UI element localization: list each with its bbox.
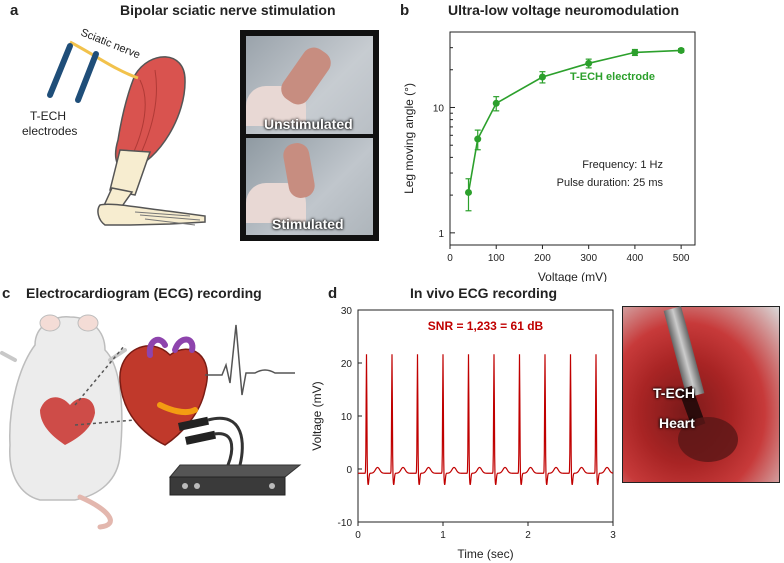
x-axis-label: Voltage (mV) <box>538 270 607 282</box>
amplifier-box <box>169 476 286 496</box>
photo-label-unstimulated: Unstimulated <box>264 116 353 132</box>
data-point <box>631 48 639 56</box>
electrode-right <box>75 51 99 103</box>
series-label: T-ECH electrode <box>570 71 655 83</box>
data-point <box>585 59 593 67</box>
x-tick-label: 200 <box>534 253 551 264</box>
x-tick-label: 500 <box>673 253 690 264</box>
photo-unstimulated: Unstimulated <box>246 36 373 134</box>
panel-d-letter: d <box>328 285 338 302</box>
panel-c-title: Electrocardiogram (ECG) recording <box>26 285 262 301</box>
y-tick-label: 0 <box>346 465 352 476</box>
heart-illustration <box>119 345 208 446</box>
chart-d-frame <box>357 309 614 523</box>
rat-heart-small <box>40 397 95 445</box>
x-tick-label: 300 <box>580 253 597 264</box>
chart-b-frame <box>449 31 696 246</box>
cable-2 <box>213 432 234 466</box>
panel-a-letter: a <box>10 2 19 19</box>
electrode-label-1: T-ECH <box>30 109 66 123</box>
x-axis-label: Time (sec) <box>457 547 513 561</box>
rat-ear-left <box>39 314 61 332</box>
panel-c-letter: c <box>2 285 11 302</box>
y-tick-label: 30 <box>341 306 353 317</box>
data-point <box>492 99 500 107</box>
y-tick-label: -10 <box>338 518 353 529</box>
photo-label-heart: Heart <box>659 415 695 431</box>
y-axis-label: Voltage (mV) <box>310 381 324 450</box>
x-tick-label: 0 <box>447 253 453 264</box>
data-point <box>677 46 685 54</box>
x-tick-label: 100 <box>488 253 505 264</box>
panel-d-title: In vivo ECG recording <box>410 285 558 301</box>
electrode-pad-1 <box>178 416 210 431</box>
ecg-trace <box>358 354 614 486</box>
femur-shape <box>109 149 152 196</box>
rat-ear-right <box>77 314 99 332</box>
electrode-left <box>47 43 73 98</box>
panel-b-title: Ultra-low voltage neuromodulation <box>448 2 680 18</box>
heart-photo: T-ECH Heart <box>622 306 780 483</box>
snr-annotation: SNR = 1,233 = 61 dB <box>428 319 544 333</box>
nerve-label: Sciatic nerve <box>79 27 142 62</box>
annotation-pulse: Pulse duration: 25 ms <box>557 177 664 189</box>
cable-1 <box>207 416 244 466</box>
x-tick-label: 400 <box>627 253 644 264</box>
x-tick-label: 2 <box>525 530 531 541</box>
annotation-frequency: Frequency: 1 Hz <box>582 159 663 171</box>
data-point <box>464 188 472 196</box>
y-tick-label: 10 <box>341 412 353 423</box>
panel-b-letter: b <box>400 2 410 19</box>
sciatic-nerve-line <box>69 40 139 80</box>
x-tick-label: 1 <box>440 530 446 541</box>
foot-shape <box>97 203 206 226</box>
y-tick-label: 1 <box>438 229 444 240</box>
leg-illustration: Sciatic nerve T-ECH electrodes <box>22 27 206 226</box>
amplifier-top <box>168 464 302 478</box>
photo-label-tech: T-ECH <box>653 385 695 401</box>
electrode-pad-2 <box>185 430 217 445</box>
electrode-label-2: electrodes <box>22 124 77 138</box>
leg-photo-frame: Unstimulated Stimulated <box>240 30 379 241</box>
photo-label-stimulated: Stimulated <box>272 216 344 232</box>
panel-a-title: Bipolar sciatic nerve stimulation <box>120 2 336 18</box>
data-point <box>474 135 482 143</box>
rat-tail <box>77 494 113 530</box>
x-tick-label: 0 <box>355 530 361 541</box>
photo-stimulated: Stimulated <box>246 138 373 235</box>
y-tick-label: 10 <box>433 103 445 114</box>
y-axis-label: Leg moving angle (°) <box>402 83 416 194</box>
ecg-setup-illustration <box>0 314 302 530</box>
data-point <box>538 73 546 81</box>
x-tick-label: 3 <box>610 530 616 541</box>
ecg-waveform-icon <box>205 324 295 396</box>
y-tick-label: 20 <box>341 359 353 370</box>
